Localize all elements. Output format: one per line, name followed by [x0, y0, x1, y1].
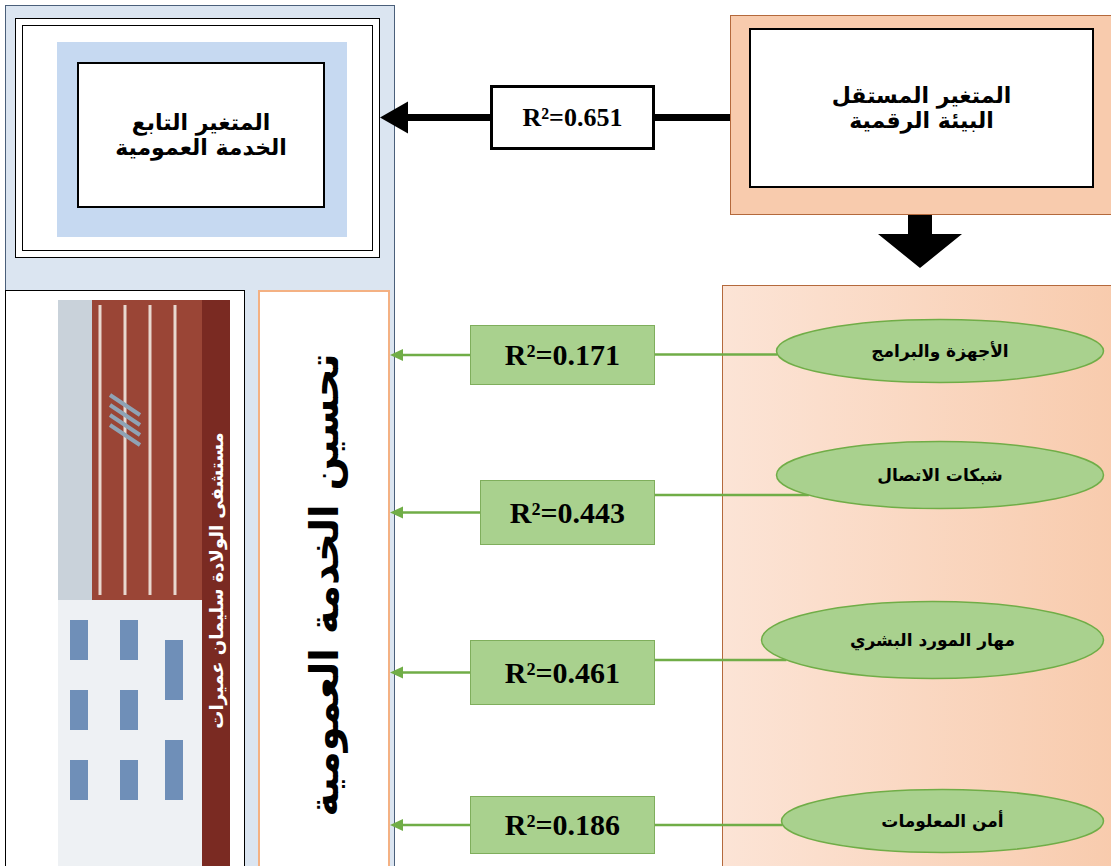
coefficient-value: R²=0.651: [523, 103, 623, 133]
coefficient-box: R²=0.461: [470, 640, 655, 705]
vertical-title: تحسين الخدمة العمومية: [301, 354, 347, 817]
connector-line: [655, 494, 809, 497]
ellipse-outline: [762, 602, 1104, 679]
variable-inner-box: المتغير التابعالخدمة العمومية: [77, 62, 325, 208]
arrowhead: [380, 102, 408, 134]
dimension-ellipse: مهار المورد البشري: [760, 600, 1105, 680]
connector-line: [655, 114, 730, 121]
dimension-arrow: [655, 495, 809, 496]
dimension-arrow: [390, 819, 470, 831]
node-label: أمن المعلومات: [881, 811, 1003, 831]
connector-line: [402, 671, 470, 674]
coefficient-value: R²=0.443: [510, 496, 625, 530]
node-label: مهار المورد البشري: [850, 630, 1015, 650]
variable-box: المتغير المستقلالبيئة الرقمية: [730, 15, 1111, 215]
variable-inner-box: المتغير المستقلالبيئة الرقمية: [749, 28, 1094, 188]
coefficient-box: R²=0.651: [490, 85, 655, 150]
dimension-arrow: [390, 667, 470, 679]
variable-box: المتغير التابعالخدمة العمومية: [15, 18, 380, 258]
shade-box: المتغير التابعالخدمة العمومية: [57, 42, 347, 237]
ellipse-outline: [777, 320, 1104, 383]
connector-line: [655, 353, 778, 356]
dimension-ellipse: شبكات الاتصال: [775, 440, 1105, 510]
ellipse-outline: [782, 790, 1104, 853]
dimension-arrow: [390, 507, 480, 519]
node-label: المتغير المستقل: [832, 83, 1012, 108]
coefficient-box: R²=0.186: [470, 796, 655, 854]
dimension-arrow: [655, 354, 778, 355]
hospital-sign: [202, 300, 230, 866]
double-border: المتغير التابعالخدمة العمومية: [22, 25, 373, 251]
block-arrow: [878, 214, 962, 268]
node-label: شبكات الاتصال: [877, 465, 1003, 485]
arrowhead: [390, 667, 403, 679]
ellipse-outline: [777, 442, 1104, 509]
node-label: المتغير التابع: [132, 110, 271, 135]
main-arrow: [380, 102, 490, 134]
dimension-ellipse: الأجهزة والبرامج: [775, 318, 1105, 384]
photo-sky: [58, 300, 230, 866]
dimension-arrow: [390, 349, 470, 361]
coefficient-value: R²=0.461: [505, 656, 620, 690]
coefficient-value: R²=0.171: [505, 338, 620, 372]
arrowhead: [390, 819, 403, 831]
node-label: الخدمة العمومية: [115, 135, 287, 160]
building-windows: [100, 305, 175, 595]
connector-line: [402, 511, 480, 514]
sign-text: مستشفى الولادة سليمان عميرات: [205, 432, 226, 728]
vertical-title-box: تحسين الخدمة العمومية: [258, 290, 390, 866]
brick-building: [92, 300, 202, 600]
coefficient-box: R²=0.443: [480, 480, 655, 545]
connector-line: [402, 824, 470, 827]
arrowhead: [390, 349, 403, 361]
node-label: الأجهزة والبرامج: [871, 341, 1008, 361]
connector-line: [407, 114, 490, 121]
coefficient-value: R²=0.186: [505, 808, 620, 842]
connector-line: [655, 824, 783, 827]
dimension-arrow: [655, 660, 786, 661]
lower-windows: [70, 620, 183, 800]
arrowhead: [390, 507, 403, 519]
main-arrow: [655, 117, 730, 118]
node-label: البيئة الرقمية: [849, 108, 994, 133]
lower-building: [58, 600, 208, 866]
connector-line: [655, 659, 786, 662]
coefficient-box: R²=0.171: [470, 325, 655, 385]
dimension-arrow: [655, 825, 783, 826]
connector-line: [402, 354, 470, 357]
dimension-ellipse: أمن المعلومات: [780, 788, 1105, 854]
logo-mark: [110, 395, 140, 445]
